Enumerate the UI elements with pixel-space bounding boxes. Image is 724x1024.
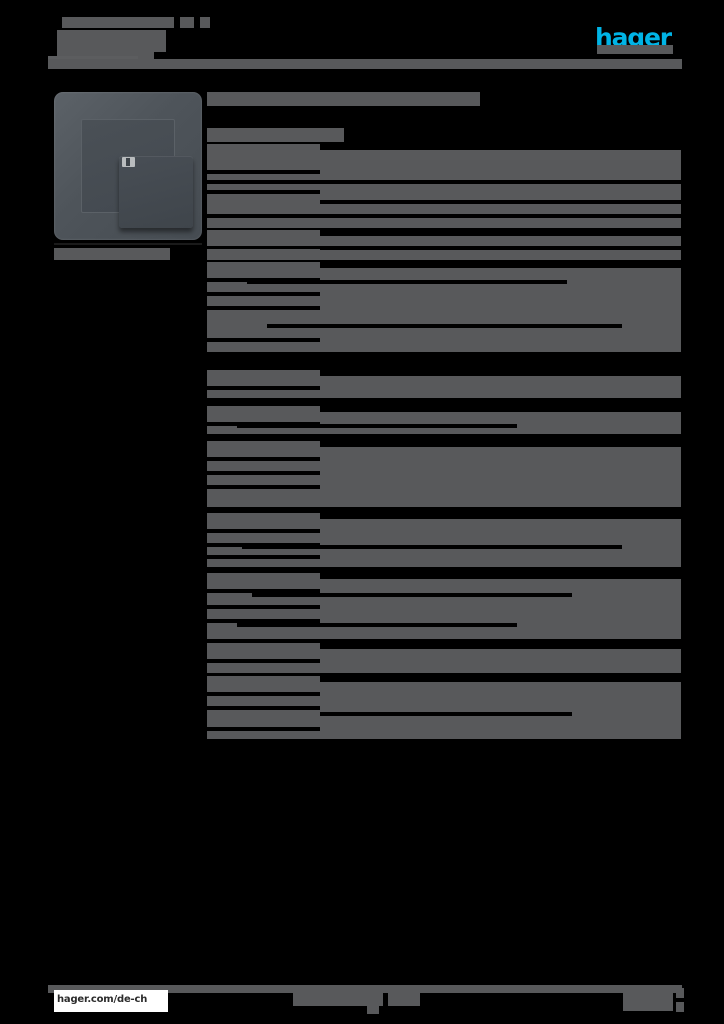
spec-row-text-gap (207, 190, 320, 194)
footer-right-mark-2 (676, 1002, 684, 1012)
footer-center-text-2 (388, 993, 420, 1006)
spec-row-text-gap (207, 306, 320, 310)
spec-row-text-gap (207, 338, 320, 342)
header-divider (48, 59, 682, 69)
spec-row-text-gap (207, 589, 320, 593)
spec-row-text-gap (207, 619, 320, 623)
spec-row-text-gap (242, 545, 622, 549)
spec-heading (207, 92, 480, 106)
spec-row-text-gap (207, 555, 320, 559)
spec-row (207, 198, 681, 228)
spec-title-gap-1 (480, 92, 484, 106)
spec-row-text-gap (207, 386, 320, 390)
switch-pictogram-icon (122, 157, 135, 167)
spec-row-label (207, 406, 320, 414)
spec-row-label (207, 262, 320, 270)
product-image-caption (54, 248, 170, 260)
spec-row-text-gap (207, 214, 681, 218)
spec-row (207, 262, 681, 352)
product-photo (54, 92, 202, 240)
spec-row-text-gap (207, 605, 320, 609)
spec-title-gap-2 (492, 92, 496, 106)
switch-plate (81, 119, 193, 228)
spec-row-label (207, 711, 320, 719)
spec-row (207, 441, 681, 507)
spec-row-label (207, 513, 320, 521)
footer-divider (48, 985, 682, 993)
spec-row-text-gap (237, 424, 517, 428)
spec-row-text-gap (207, 727, 320, 731)
spec-row-text-gap (207, 529, 320, 533)
spec-row-redaction (207, 579, 681, 639)
spec-row (207, 128, 681, 142)
spec-row-text-gap (207, 292, 320, 296)
footer-center-text-3 (367, 1006, 379, 1014)
spec-row-label (207, 643, 320, 651)
spec-row-text-gap (207, 485, 320, 489)
header-product-code-part3 (200, 17, 210, 28)
footer-url-text: hager.com/de-ch (57, 994, 148, 1005)
spec-row-text-gap (320, 246, 681, 250)
header-product-code (62, 17, 174, 28)
spec-row-text-gap (232, 712, 572, 716)
spec-row-text-gap (207, 457, 320, 461)
spec-row-redaction (207, 717, 681, 739)
hager-logo-redaction (597, 45, 673, 54)
switch-rocker (119, 156, 193, 228)
footer-url-box[interactable]: hager.com/de-ch (54, 990, 168, 1012)
spec-row-text-gap (247, 280, 567, 284)
spec-row (207, 406, 681, 434)
spec-row-redaction (207, 412, 681, 434)
spec-row (207, 230, 681, 260)
spec-row-text-gap (252, 593, 572, 597)
product-image-underline (54, 243, 202, 245)
spec-row-text-gap (207, 170, 320, 174)
footer-right-mark-1 (676, 988, 684, 998)
spec-row-text-gap (207, 246, 320, 249)
spec-row-label (207, 676, 320, 684)
header-product-code-part2 (180, 17, 194, 28)
spec-row-text-gap (207, 180, 681, 184)
spec-heading (207, 128, 344, 142)
spec-row (207, 92, 681, 106)
spec-row (207, 144, 681, 200)
spec-row-label (207, 441, 320, 449)
spec-row-label (207, 370, 320, 378)
footer-page-number (623, 991, 673, 1011)
spec-row-redaction (207, 376, 681, 398)
spec-row-label (207, 230, 320, 238)
spec-row-text-gap (207, 692, 320, 696)
hager-logo[interactable]: hager (595, 25, 675, 54)
spec-row-label (207, 573, 320, 581)
page-subtitle (57, 44, 154, 59)
spec-row (207, 643, 681, 673)
spec-row-text-gap (267, 324, 622, 328)
spec-row (207, 513, 681, 567)
spec-row-label (207, 144, 320, 152)
footer-center-text (293, 993, 383, 1006)
spec-row-text-gap (207, 706, 320, 710)
spec-row-text-gap (207, 659, 320, 663)
product-image-block (54, 92, 204, 262)
page-footer (0, 985, 724, 1024)
page-header: hager (0, 0, 724, 80)
spec-row (207, 370, 681, 398)
spec-row-label (207, 198, 320, 206)
spec-row-redaction (207, 447, 681, 507)
spec-row (207, 711, 681, 739)
spec-row-text-gap (237, 623, 517, 627)
spec-row-text-gap (207, 471, 320, 475)
spec-row (207, 573, 681, 639)
